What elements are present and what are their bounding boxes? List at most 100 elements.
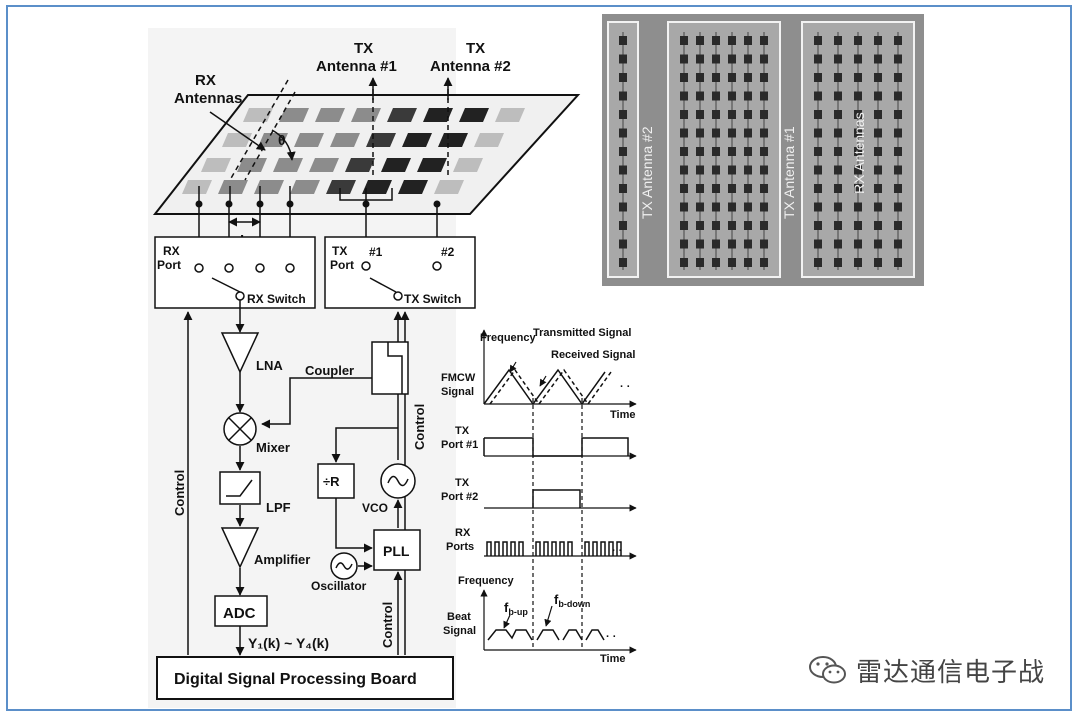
vco-symbol — [380, 463, 416, 499]
rx-ports-timing-label-2: Ports — [446, 541, 474, 553]
photo-patch — [834, 165, 842, 175]
photo-patch — [696, 147, 704, 156]
photo-patch — [834, 239, 842, 249]
photo-patch — [874, 258, 882, 267]
photo-patch — [712, 73, 720, 82]
antenna-patch — [345, 158, 375, 172]
photo-patch — [696, 165, 704, 175]
photo-patch — [874, 221, 882, 230]
lna-symbol — [220, 332, 260, 374]
tx-port2-timing-label-1: TX — [455, 477, 470, 489]
photo-patch — [760, 184, 768, 193]
wechat-icon — [809, 656, 846, 684]
photo-patch — [814, 36, 822, 45]
photo-patch — [744, 128, 752, 138]
photo-patch — [744, 165, 752, 175]
photo-patch — [744, 110, 752, 119]
photo-tx1-label: TX Antenna #1 — [781, 126, 797, 219]
coupler-symbol — [371, 341, 409, 395]
tx-port1-timing-label-2: Port #1 — [441, 439, 478, 451]
antenna-patch — [294, 133, 324, 147]
photo-patch — [894, 147, 902, 156]
vco-label: VCO — [362, 501, 388, 515]
photo-patch — [712, 36, 720, 45]
photo-patch — [874, 165, 882, 175]
photo-patch — [894, 128, 902, 138]
photo-patch — [728, 54, 736, 64]
photo-patch — [744, 221, 752, 230]
photo-patch — [854, 147, 862, 156]
antenna-patch — [453, 158, 483, 172]
photo-patch — [894, 165, 902, 175]
photo-patch — [680, 73, 688, 82]
rx-switch-block: RX Port RX Switch — [154, 236, 316, 309]
photo-patch — [696, 239, 704, 249]
antenna-patch — [417, 158, 447, 172]
photo-patch — [854, 91, 862, 101]
photo-patch — [834, 258, 842, 267]
transmitted-signal-label: Transmitted Signal — [533, 327, 631, 339]
photo-patch — [619, 202, 627, 212]
photo-patch — [744, 36, 752, 45]
rx-port-pulse — [535, 541, 541, 556]
rx-port-pulse — [543, 541, 549, 556]
photo-patch — [834, 91, 842, 101]
rx-port-pulse — [616, 541, 622, 556]
photo-patch — [744, 73, 752, 82]
photo-patch — [619, 184, 627, 193]
mixer-label: Mixer — [256, 440, 290, 455]
divider-label: ÷R — [323, 474, 340, 489]
antenna-patch — [201, 158, 231, 172]
photo-patch — [619, 91, 627, 101]
photo-patch — [814, 258, 822, 267]
tx-antenna2-label-1: TX — [466, 40, 485, 57]
photo-patch — [814, 110, 822, 119]
photo-patch — [874, 36, 882, 45]
photo-patch — [834, 147, 842, 156]
watermark-text: 雷达通信电子战 — [856, 657, 1046, 688]
photo-patch — [744, 184, 752, 193]
photo-patch — [728, 239, 736, 249]
photo-patch — [814, 54, 822, 64]
photo-patch — [814, 165, 822, 175]
photo-patch — [744, 91, 752, 101]
rx-port-pulse — [551, 541, 557, 556]
oscillator-symbol — [330, 552, 358, 580]
photo-patch — [814, 184, 822, 193]
photo-patch — [760, 202, 768, 212]
antenna-patch — [315, 108, 345, 122]
photo-patch — [760, 239, 768, 249]
antenna-patch — [381, 158, 411, 172]
photo-patch — [894, 221, 902, 230]
tx-switch-block: TX Port #1 #2 TX Switch — [324, 236, 476, 309]
antenna-patch — [438, 133, 468, 147]
photo-patch — [680, 165, 688, 175]
photo-patch-columns — [619, 32, 902, 270]
photo-patch — [744, 54, 752, 64]
photo-patch — [834, 202, 842, 212]
fmcw-label-1: FMCW — [441, 372, 476, 384]
photo-patch — [760, 54, 768, 64]
rx-ports-continuation: · · — [612, 545, 622, 557]
rx-port-pulse — [559, 541, 565, 556]
rx-port-pulse — [567, 541, 573, 556]
photo-patch — [680, 54, 688, 64]
divider-box — [317, 463, 355, 499]
photo-patch — [619, 54, 627, 64]
photo-patch — [834, 184, 842, 193]
photo-patch — [854, 73, 862, 82]
photo-rx-label: RX Antennas — [851, 112, 867, 194]
photo-patch — [874, 202, 882, 212]
photo-patch — [834, 54, 842, 64]
rx-antennas-label-2: Antennas — [174, 90, 242, 107]
photo-patch — [619, 221, 627, 230]
dsp-board-label: Digital Signal Processing Board — [174, 671, 417, 688]
photo-patch — [854, 54, 862, 64]
photo-tx2-label: TX Antenna #2 — [639, 126, 655, 219]
control-label-right: Control — [412, 404, 427, 450]
photo-patch — [728, 36, 736, 45]
rx-port-pulse — [608, 541, 614, 556]
pll-box — [373, 529, 421, 571]
photo-patch — [680, 258, 688, 267]
